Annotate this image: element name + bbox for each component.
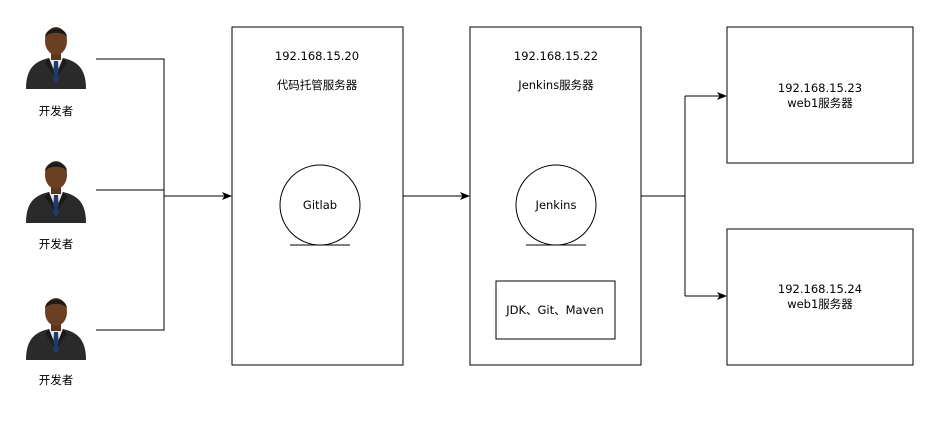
jenkins-server-name: Jenkins服务器 — [517, 78, 594, 92]
gitlab-server-name: 代码托管服务器 — [277, 78, 358, 92]
web-server-1-ip: 192.168.15.23 — [778, 81, 862, 95]
developer-2: 开发者 — [26, 161, 86, 251]
developer-label: 开发者 — [39, 373, 74, 387]
developer-person-icon — [26, 161, 86, 223]
developer-3: 开发者 — [26, 298, 86, 387]
jenkins-server: 192.168.15.22 Jenkins服务器 Jenkins JDK、Git… — [469, 26, 642, 366]
developer-1: 开发者 — [26, 27, 86, 118]
web-server-2-box — [726, 228, 914, 366]
gitlab-server: 192.168.15.20 代码托管服务器 Gitlab — [231, 26, 404, 366]
gitlab-server-ip: 192.168.15.20 — [275, 49, 359, 63]
jenkins-tools-box — [495, 280, 616, 340]
web-server-1: 192.168.15.23 web1服务器 — [726, 26, 914, 164]
web-server-2-ip: 192.168.15.24 — [778, 282, 862, 296]
developer-person-icon — [26, 27, 86, 89]
web-server-1-name: web1服务器 — [787, 96, 853, 110]
developer-label: 开发者 — [39, 104, 74, 118]
developer-connectors — [96, 58, 232, 331]
web-server-1-box — [726, 26, 914, 164]
jenkins-tools-label: JDK、Git、Maven — [505, 303, 604, 317]
jenkins-server-ip: 192.168.15.22 — [514, 49, 598, 63]
developer-label: 开发者 — [39, 237, 74, 251]
deploy-connectors — [641, 92, 727, 300]
web-server-2: 192.168.15.24 web1服务器 — [726, 228, 914, 366]
web-server-2-name: web1服务器 — [787, 297, 853, 311]
connector-bracket — [96, 58, 165, 331]
jenkins-service-label: Jenkins — [535, 198, 577, 212]
developer-person-icon — [26, 298, 86, 360]
gitlab-service-label: Gitlab — [303, 198, 337, 212]
